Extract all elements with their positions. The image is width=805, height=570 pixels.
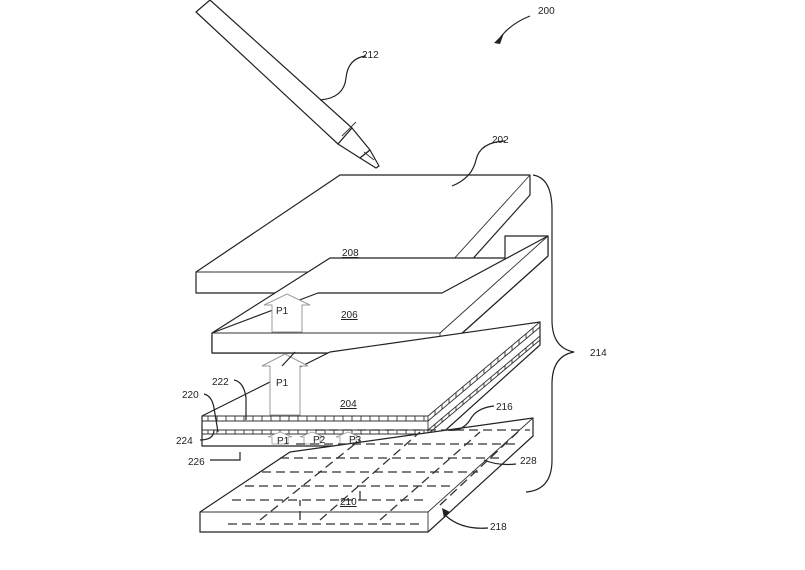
force-arrow-p1-upper — [263, 293, 311, 333]
label-202: 202 — [492, 135, 509, 146]
label-206: 206 — [341, 310, 358, 321]
label-214: 214 — [590, 348, 607, 359]
small-arrows — [267, 431, 361, 445]
label-210: 210 — [340, 497, 357, 508]
label-p2-small: P2 — [313, 435, 326, 446]
label-212: 212 — [362, 50, 379, 61]
stylus — [195, 0, 380, 169]
label-200: 200 — [538, 6, 555, 17]
label-204: 204 — [340, 399, 357, 410]
pixel-cells-side — [434, 327, 534, 429]
pointer-arrows — [442, 33, 504, 518]
label-218: 218 — [490, 522, 507, 533]
reference-labels: 200 212 202 208 206 204 210 214 216 228 … — [176, 6, 607, 533]
brace-214 — [525, 174, 575, 493]
force-arrow-p1-lower — [261, 351, 309, 416]
label-228: 228 — [520, 456, 537, 467]
leader-lines — [199, 15, 531, 529]
label-p1-upper: P1 — [276, 306, 289, 317]
label-226: 226 — [188, 457, 205, 468]
label-220: 220 — [182, 390, 199, 401]
label-208: 208 — [342, 248, 359, 259]
pixel-cells-front — [207, 416, 425, 434]
label-p1-small: P1 — [277, 436, 290, 447]
label-222: 222 — [212, 377, 229, 388]
label-p3-small: P3 — [349, 435, 362, 446]
sensor-grid-layer-210 — [199, 417, 534, 533]
label-p1-lower: P1 — [276, 378, 289, 389]
label-216: 216 — [496, 402, 513, 413]
label-224: 224 — [176, 436, 193, 447]
